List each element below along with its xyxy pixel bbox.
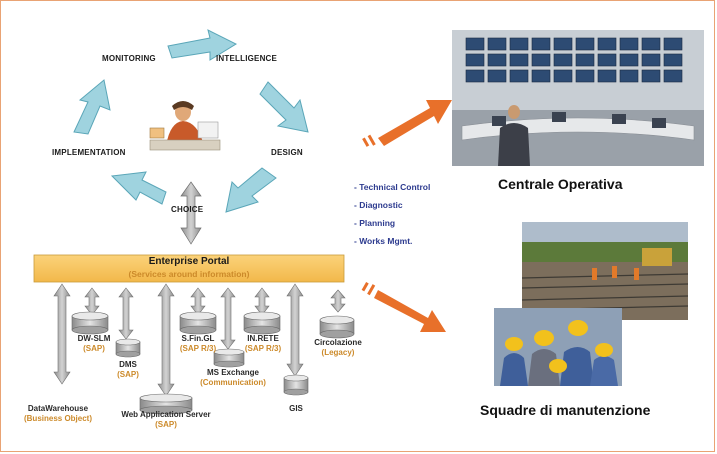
cycle-arrow-left-upper	[73, 79, 111, 135]
system-dms: DMS (SAP)	[104, 360, 152, 380]
database-cylinders	[71, 311, 355, 415]
choice-portal-double-arrow	[180, 181, 202, 245]
system-tag: (SAP)	[117, 370, 139, 379]
system-name: DataWarehouse	[27, 404, 89, 413]
label-centrale-operativa: Centrale Operativa	[498, 176, 623, 192]
system-connectors	[53, 283, 346, 397]
portal-title: Enterprise Portal	[148, 256, 230, 267]
portal-subtitle: (Services around information)	[128, 269, 250, 279]
system-name: S.Fin.GL	[181, 334, 215, 343]
enterprise-portal-bar	[33, 254, 345, 283]
database-cylinder-icon	[139, 393, 193, 415]
system-tag: (SAP)	[155, 420, 177, 429]
system-tag: (SAP)	[83, 344, 105, 353]
database-cylinder-icon	[115, 338, 141, 358]
system-in-rete: IN.RETE (SAP R/3)	[234, 334, 292, 354]
system-dw-slm: DW-SLM (SAP)	[64, 334, 124, 354]
database-cylinder-icon	[179, 311, 217, 335]
track-workers-photo	[522, 222, 688, 320]
system-name: Circolazione	[314, 338, 362, 347]
database-cylinder-icon	[243, 311, 281, 335]
system-web-application-server: Web Application Server (SAP)	[104, 410, 228, 430]
cycle-arrow-right-upper	[259, 81, 309, 133]
system-tag: (SAP R/3)	[179, 344, 217, 353]
cycle-label-intelligence: INTELLIGENCE	[216, 54, 278, 63]
system-circolazione: Circolazione (Legacy)	[310, 338, 366, 358]
system-name: GIS	[289, 404, 303, 413]
task-planning: - Planning	[354, 218, 396, 228]
task-technical-control: - Technical Control	[354, 182, 431, 192]
cycle-label-implementation: IMPLEMENTATION	[52, 148, 126, 157]
arrow-to-control-room	[362, 100, 452, 147]
label-squadre-di-manutenzione: Squadre di manutenzione	[480, 402, 651, 418]
system-gis: GIS	[280, 404, 312, 414]
system-ms-exchange: MS Exchange (Communication)	[190, 368, 276, 388]
maintenance-team-photo	[494, 308, 622, 386]
system-tag: (Communication)	[200, 378, 266, 387]
cycle-arrow-top	[167, 29, 238, 61]
system-name: DMS	[119, 360, 137, 369]
database-cylinder-icon	[213, 348, 245, 368]
system-tag: (Legacy)	[321, 348, 355, 357]
person-at-desk-icon	[149, 101, 221, 151]
cycle-arrows	[73, 29, 309, 213]
control-room-photo	[452, 30, 704, 166]
database-cylinder-icon	[283, 374, 309, 396]
cycle-label-monitoring: MONITORING	[102, 54, 156, 63]
arrow-to-maintenance	[361, 282, 446, 332]
task-diagnostic: - Diagnostic	[354, 200, 403, 210]
database-cylinder-icon	[71, 311, 109, 335]
task-works-mgmt: - Works Mgmt.	[354, 236, 413, 246]
system-datawarehouse: DataWarehouse (Business Object)	[8, 404, 108, 424]
track-workers-illustration	[522, 222, 688, 320]
maintenance-team-illustration	[494, 308, 622, 386]
cycle-label-choice: CHOICE	[171, 205, 204, 214]
system-name: MS Exchange	[206, 368, 259, 377]
system-tag: (Business Object)	[23, 414, 92, 423]
system-tag: (SAP R/3)	[244, 344, 282, 353]
system-s-fin-gl: S.Fin.GL (SAP R/3)	[168, 334, 228, 354]
control-room-illustration	[452, 30, 704, 166]
system-name: IN.RETE	[247, 334, 279, 343]
cycle-arrow-left-lower	[110, 171, 167, 205]
database-cylinder-icon	[319, 315, 355, 339]
cycle-arrow-right-lower	[225, 167, 277, 213]
system-name: DW-SLM	[77, 334, 111, 343]
cycle-label-design: DESIGN	[271, 148, 303, 157]
system-name: Web Application Server	[121, 410, 211, 419]
